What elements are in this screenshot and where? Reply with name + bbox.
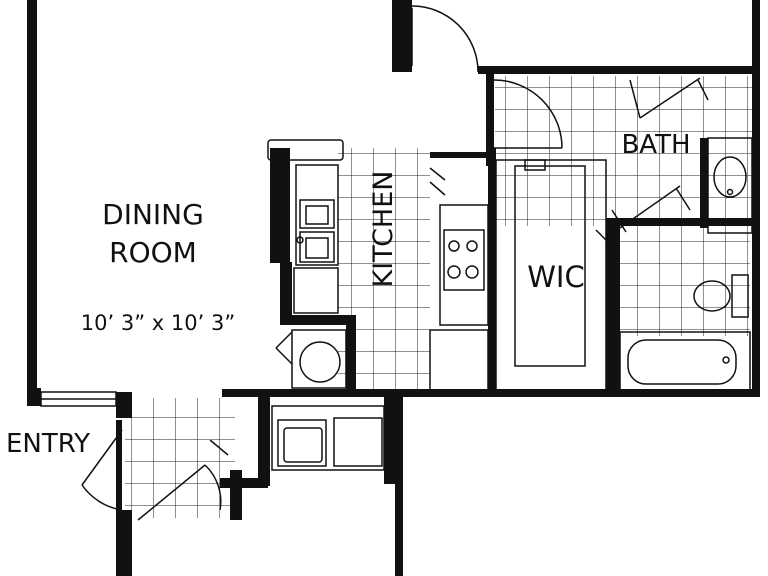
dining-room-dimensions: 10’ 3” x 10’ 3” bbox=[81, 311, 235, 335]
dining-room-label-line1: DINING bbox=[102, 198, 204, 231]
bath-tile-floor-lower bbox=[620, 226, 750, 336]
entry-door[interactable] bbox=[81, 429, 123, 511]
bath-pocket-door[interactable] bbox=[629, 77, 709, 119]
bath-vanity bbox=[707, 137, 753, 234]
kitchen-label: KITCHEN bbox=[368, 171, 399, 288]
dining-room-label-line2: ROOM bbox=[109, 236, 197, 269]
kitchen-counter bbox=[267, 139, 344, 266]
bath-label: BATH bbox=[621, 130, 690, 160]
entry-tile-floor bbox=[125, 398, 235, 518]
refrigerator bbox=[429, 329, 489, 391]
bath-door[interactable] bbox=[493, 79, 563, 149]
closet-door[interactable] bbox=[137, 439, 229, 521]
bath-tile-floor bbox=[495, 76, 753, 226]
entry-label: ENTRY bbox=[6, 429, 90, 459]
wic-door[interactable] bbox=[611, 185, 691, 233]
dishwasher bbox=[293, 267, 339, 317]
range-stove bbox=[439, 204, 489, 326]
kitchen-sink bbox=[296, 205, 329, 259]
walls bbox=[27, 0, 760, 576]
bathtub bbox=[619, 331, 751, 391]
washer-dryer bbox=[275, 329, 347, 389]
wic-label: WIC bbox=[527, 260, 584, 294]
toilet bbox=[693, 274, 749, 318]
pantry-door[interactable] bbox=[429, 167, 446, 196]
front-door[interactable] bbox=[411, 5, 479, 73]
window bbox=[40, 391, 117, 407]
wic-shelving bbox=[495, 159, 607, 391]
closet-shelves bbox=[271, 405, 385, 471]
